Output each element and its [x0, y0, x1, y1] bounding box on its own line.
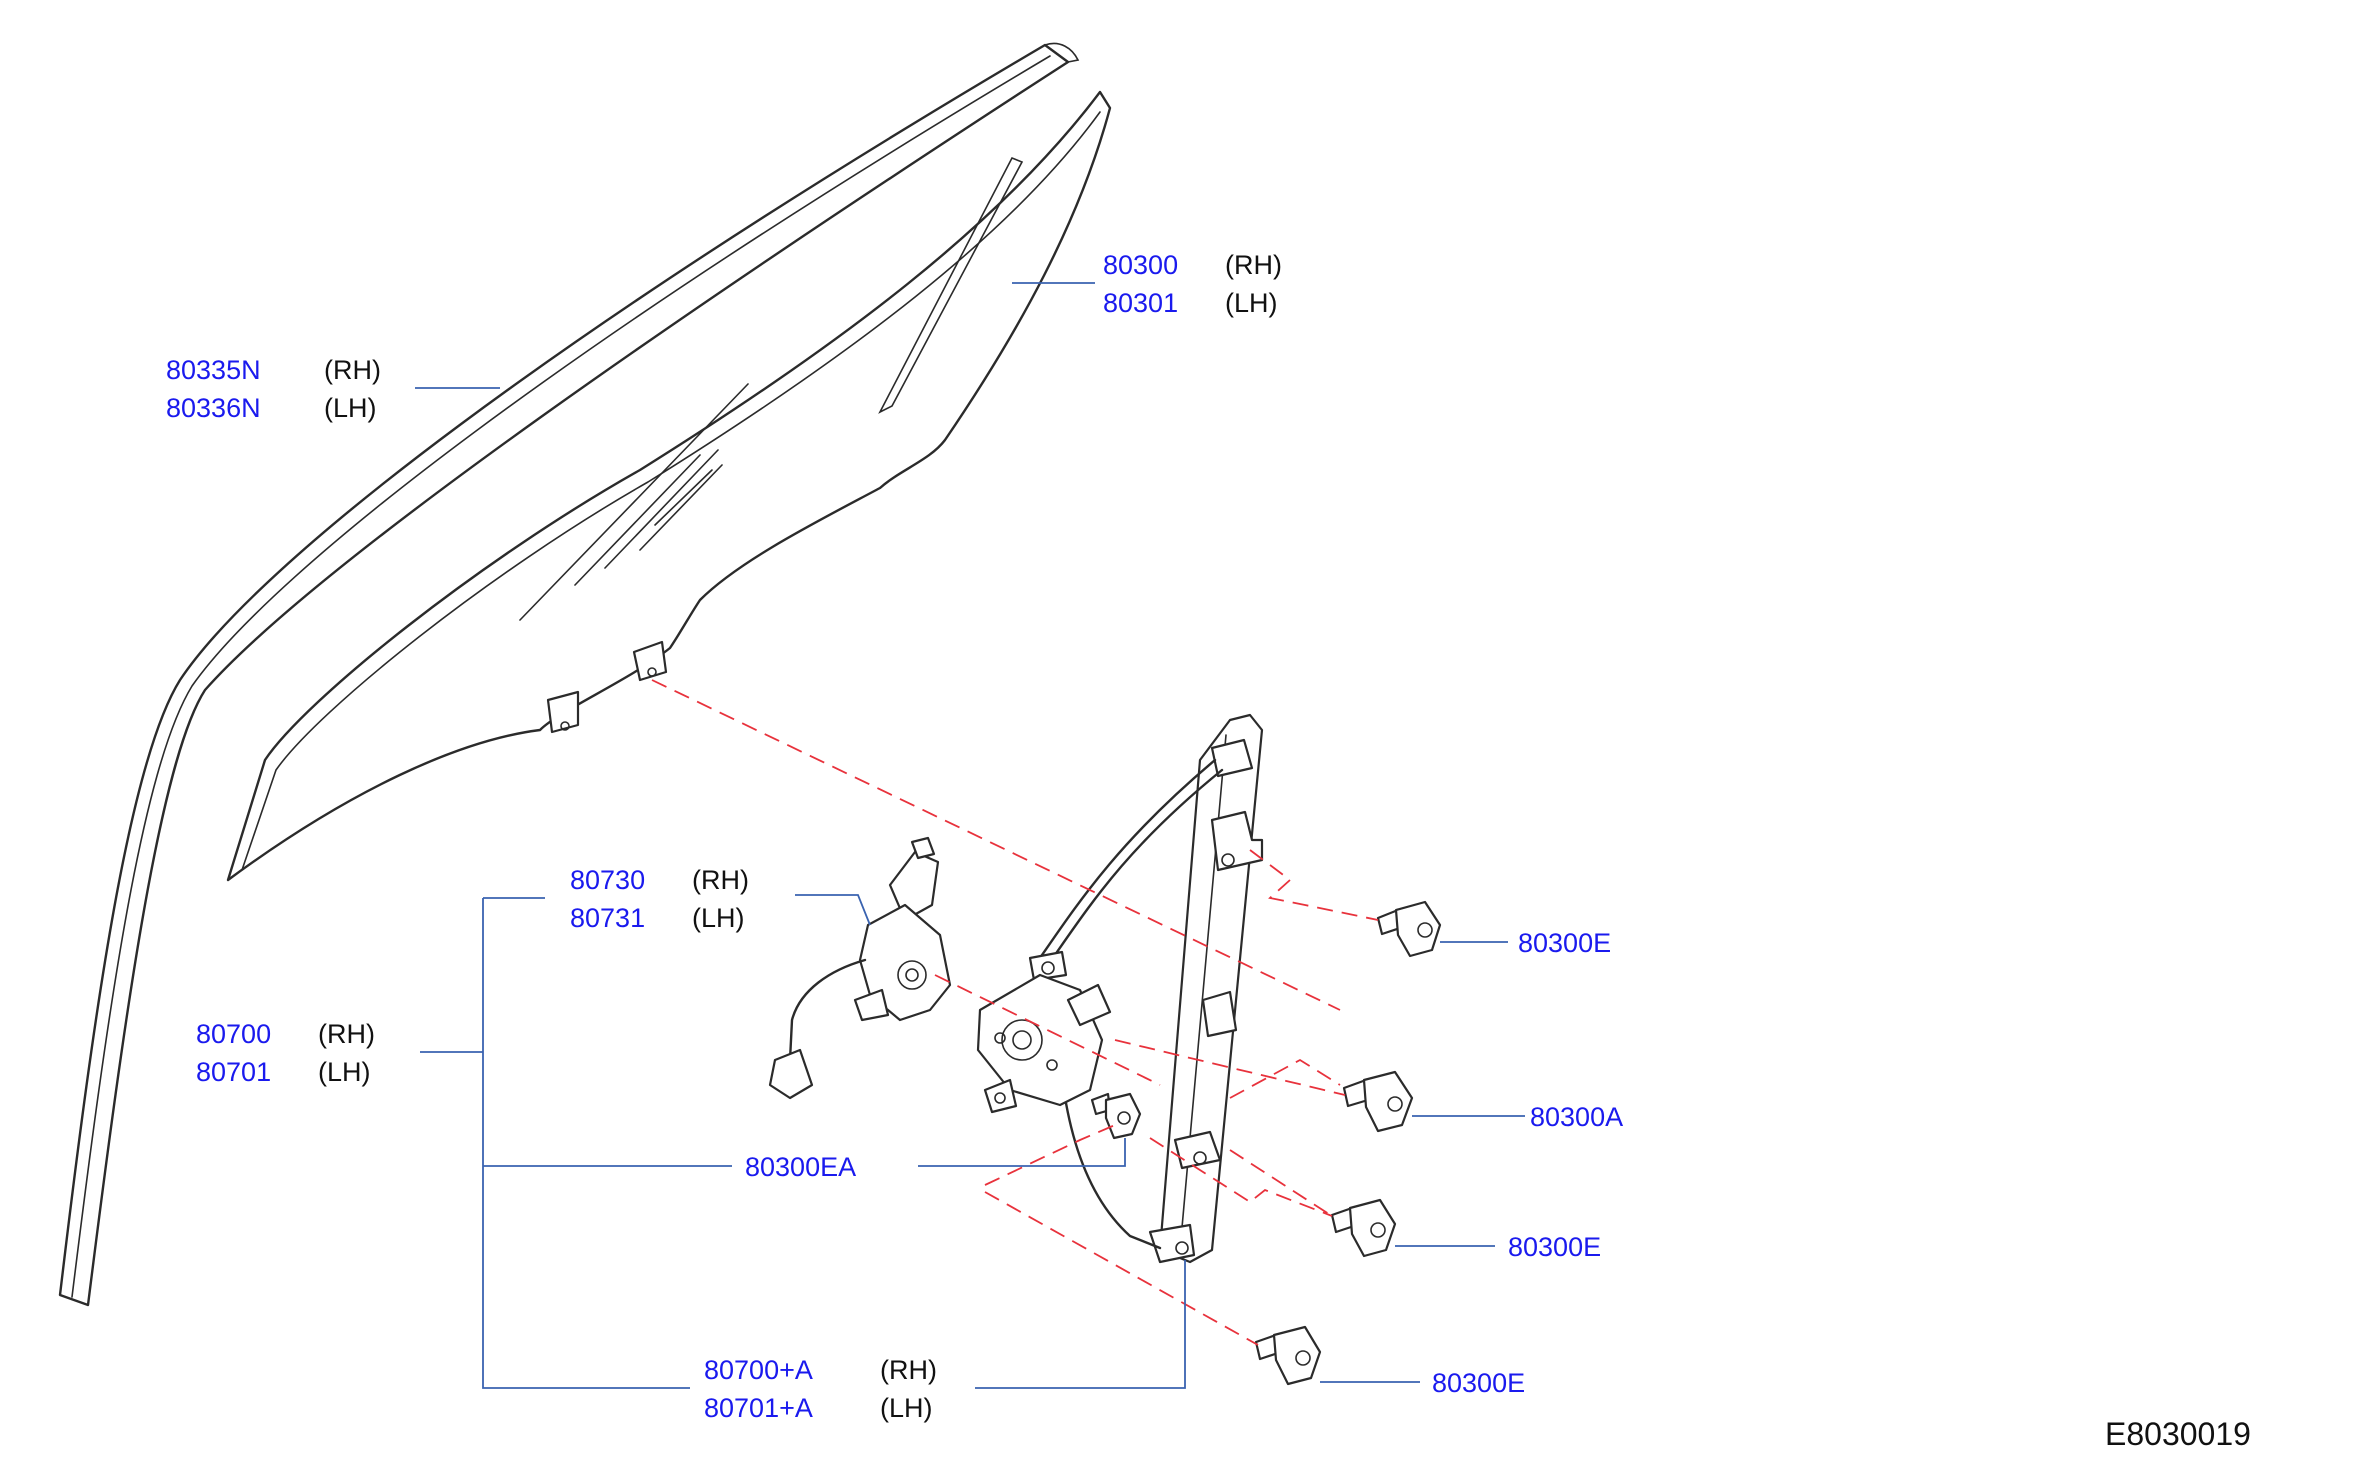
door-glass[interactable]: [226, 90, 1112, 882]
callout-regulator-assy-alt: 80700+A (RH) 80701+A (LH): [704, 1355, 937, 1423]
callout-regulator-motor: 80730 (RH) 80731 (LH): [570, 865, 749, 933]
side-lh: (LH): [324, 393, 377, 423]
diagram-code: E8030019: [2105, 1416, 2251, 1452]
side-rh: (RH): [318, 1019, 375, 1049]
side-rh: (RH): [880, 1355, 937, 1385]
part-number-80300A[interactable]: 80300A: [1530, 1102, 1623, 1132]
part-number-80701A[interactable]: 80701+A: [704, 1393, 813, 1423]
part-number-80300EA[interactable]: 80300EA: [745, 1152, 856, 1182]
part-number-80730[interactable]: 80730: [570, 865, 645, 895]
side-lh: (LH): [1225, 288, 1278, 318]
part-number-80336N[interactable]: 80336N: [166, 393, 261, 423]
side-rh: (RH): [324, 355, 381, 385]
part-number-80300E-mid[interactable]: 80300E: [1508, 1232, 1601, 1262]
regulator-drum[interactable]: [976, 973, 1112, 1114]
side-rh: (RH): [1225, 250, 1282, 280]
callout-regulator-assy: 80700 (RH) 80701 (LH): [196, 1019, 375, 1087]
part-number-80300E-bottom[interactable]: 80300E: [1432, 1368, 1525, 1398]
part-number-80700[interactable]: 80700: [196, 1019, 271, 1049]
callout-glass-run: 80335N (RH) 80336N (LH): [166, 355, 381, 423]
bolt-80300E-bottom[interactable]: [1254, 1325, 1322, 1386]
glass-run-channel[interactable]: [58, 42, 1080, 1307]
leader-lines: [415, 282, 1525, 1389]
side-lh: (LH): [318, 1057, 371, 1087]
bolt-80300A[interactable]: [1342, 1070, 1414, 1133]
regulator-rail[interactable]: [1028, 713, 1264, 1264]
bolt-80300E-mid[interactable]: [1330, 1198, 1397, 1258]
part-number-80700A[interactable]: 80700+A: [704, 1355, 813, 1385]
side-rh: (RH): [692, 865, 749, 895]
part-number-80300[interactable]: 80300: [1103, 250, 1178, 280]
bolt-80300E-top[interactable]: [1376, 900, 1442, 958]
part-number-80300E-top[interactable]: 80300E: [1518, 928, 1611, 958]
side-lh: (LH): [692, 903, 745, 933]
bolt-80300EA[interactable]: [1090, 1092, 1142, 1140]
guide-lines: [651, 679, 1379, 1346]
part-number-80301[interactable]: 80301: [1103, 288, 1178, 318]
regulator-motor[interactable]: [768, 836, 952, 1100]
callout-door-glass: 80300 (RH) 80301 (LH): [1103, 250, 1282, 318]
part-number-80701[interactable]: 80701: [196, 1057, 271, 1087]
side-lh: (LH): [880, 1393, 933, 1423]
part-number-80335N[interactable]: 80335N: [166, 355, 261, 385]
part-number-80731[interactable]: 80731: [570, 903, 645, 933]
